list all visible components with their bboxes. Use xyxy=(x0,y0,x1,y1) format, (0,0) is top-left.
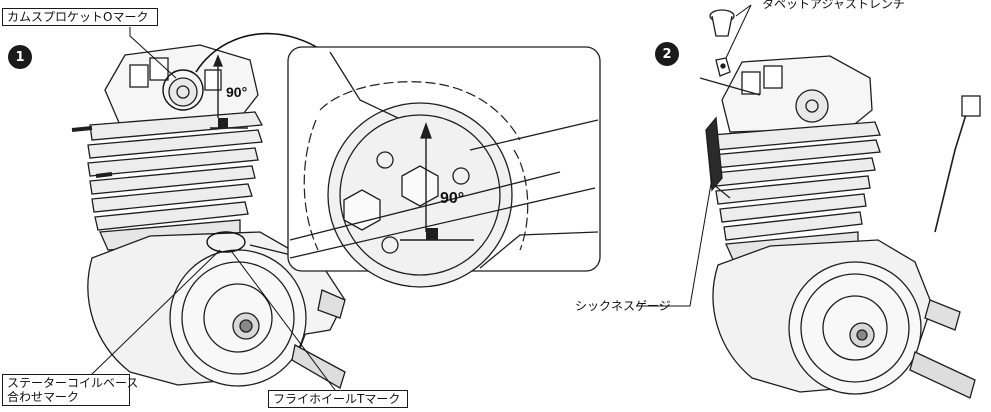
left-engine xyxy=(71,44,346,389)
engine-angle-label: 90° xyxy=(226,84,248,100)
detail-inset xyxy=(287,46,601,288)
stator-coil-base-line1: ステーターコイルベース xyxy=(7,376,139,390)
stator-coil-base-mark-label: ステーターコイルベース 合わせマーク xyxy=(2,374,139,406)
thickness-gauge-label: シックネスゲージ xyxy=(575,299,671,313)
step-1-badge: 1 xyxy=(8,45,32,69)
step-2-badge: 2 xyxy=(655,42,679,66)
leader-lines xyxy=(89,4,752,395)
cam-sprocket-o-mark-label: カムスプロケットOマーク xyxy=(2,8,158,26)
tappet-adjust-wrench-label: タペットアジャストレンチ xyxy=(762,0,905,11)
right-engine xyxy=(705,55,981,399)
detail-angle-label: 90° xyxy=(440,190,465,207)
flywheel-t-mark-label: フライホイールTマーク xyxy=(268,390,408,408)
stator-coil-base-line2: 合わせマーク xyxy=(7,390,80,404)
tappet-adjust-wrench-tool xyxy=(699,9,761,96)
